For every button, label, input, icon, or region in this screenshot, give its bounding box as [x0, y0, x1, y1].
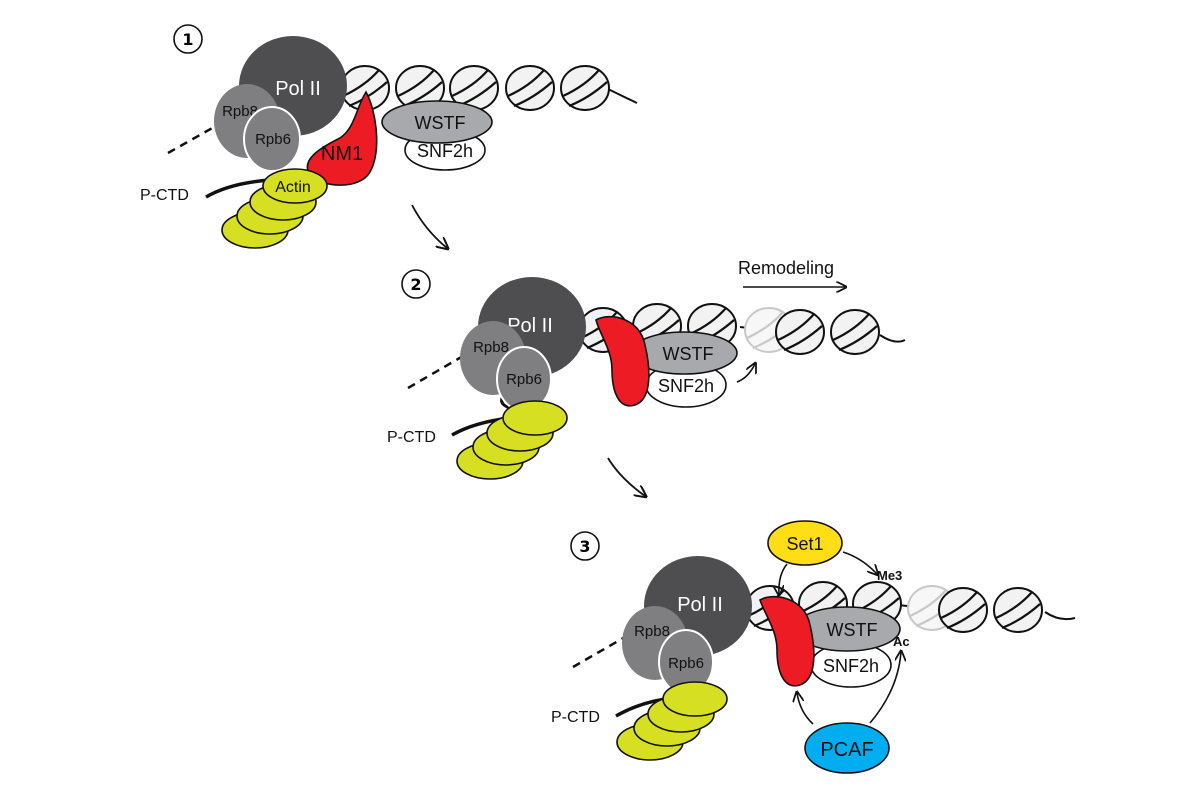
panel-3: 3 Pol II Rpb8 Rpb6 P-CTD	[551, 520, 1076, 774]
svg-text:WSTF: WSTF	[827, 620, 878, 640]
wstf: WSTF	[381, 100, 493, 144]
svg-text:WSTF: WSTF	[415, 113, 466, 133]
actin-filament	[456, 400, 568, 480]
pctd-label: P-CTD	[551, 709, 600, 726]
pcaf: PCAF	[804, 722, 890, 774]
svg-text:Rpb8: Rpb8	[634, 623, 670, 640]
svg-text:Rpb6: Rpb6	[668, 655, 704, 672]
nucleosome	[937, 586, 989, 634]
pcaf-to-nm1-arrow	[797, 693, 814, 725]
panel-2: 2 Remodeling Pol II Rpb8 Rpb6 P-CTD	[387, 258, 906, 496]
svg-text:NM1: NM1	[321, 143, 363, 165]
wstf: WSTF	[630, 331, 738, 375]
rpb6: Rpb6	[658, 629, 714, 695]
remodeling-label: Remodeling	[738, 258, 834, 278]
svg-text:Rpb8: Rpb8	[473, 339, 509, 356]
svg-text:SNF2h: SNF2h	[417, 141, 473, 161]
nucleosome	[559, 64, 611, 112]
panel-1: 1 Pol II Rpb8 Rpb6 NM1	[140, 24, 638, 249]
pctd-tail	[205, 178, 271, 199]
svg-text:2: 2	[410, 275, 421, 294]
svg-text:PCAF: PCAF	[820, 739, 873, 761]
transition-arrow	[411, 204, 447, 248]
actin-label: Actin	[275, 179, 311, 196]
svg-text:3: 3	[579, 537, 590, 556]
svg-text:Rpb6: Rpb6	[255, 131, 291, 148]
svg-text:SNF2h: SNF2h	[823, 656, 879, 676]
dna-dashed	[407, 350, 471, 390]
nm1	[595, 316, 650, 407]
set1-to-nm1-arrow	[779, 563, 788, 594]
actin-filament	[616, 681, 728, 761]
svg-text:Rpb6: Rpb6	[506, 371, 542, 388]
rpb6: Rpb6	[243, 106, 301, 172]
nucleosome	[774, 308, 826, 356]
svg-text:Pol II: Pol II	[507, 315, 553, 337]
step-badge-2: 2	[401, 269, 431, 299]
set1: Set1	[767, 520, 843, 566]
rpb6: Rpb6	[496, 346, 552, 412]
pctd-label: P-CTD	[140, 187, 189, 204]
svg-text:Set1: Set1	[786, 534, 823, 554]
ac-label: Ac	[893, 634, 910, 649]
nucleosome	[504, 64, 556, 112]
svg-text:Pol II: Pol II	[677, 594, 723, 616]
svg-text:Rpb8: Rpb8	[222, 103, 258, 120]
actin-filament: Actin	[221, 168, 328, 249]
svg-text:Pol II: Pol II	[275, 78, 321, 100]
nm1	[759, 596, 815, 687]
pcaf-to-ac-arrow	[869, 652, 901, 724]
set1-to-me3-arrow	[842, 551, 877, 574]
step-badge-3: 3	[570, 531, 600, 561]
step-badge-1: 1	[173, 24, 203, 54]
me3-label: Me3	[877, 568, 902, 583]
svg-text:SNF2h: SNF2h	[658, 376, 714, 396]
nucleosome	[829, 308, 881, 356]
svg-text:1: 1	[182, 30, 193, 49]
wstf: WSTF	[793, 606, 901, 652]
pctd-label: P-CTD	[387, 429, 436, 446]
svg-text:WSTF: WSTF	[663, 344, 714, 364]
remodel-push-arrow	[736, 364, 755, 383]
nucleosome	[992, 586, 1044, 634]
dna-dashed	[572, 631, 633, 669]
transition-arrow	[607, 457, 645, 496]
snf2h: SNF2h	[645, 362, 727, 408]
nm1: NM1	[306, 90, 378, 186]
